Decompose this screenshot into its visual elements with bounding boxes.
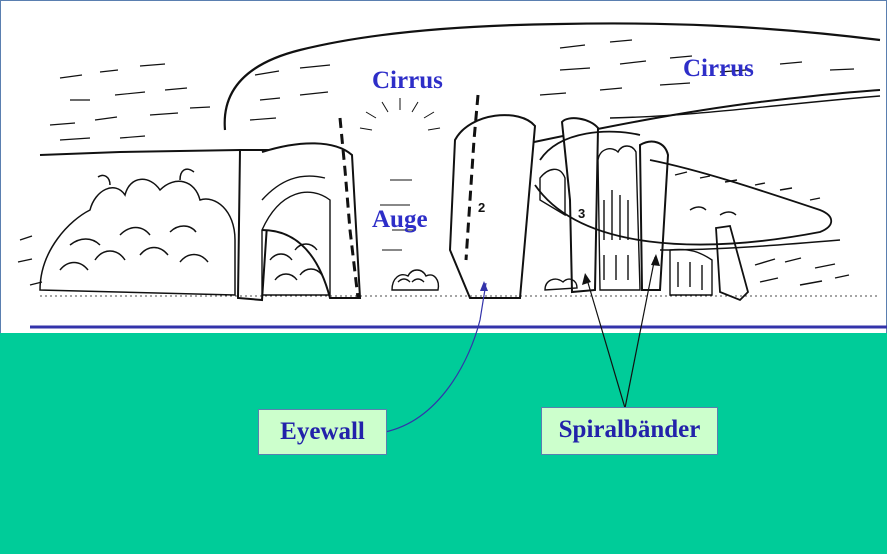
right-eyewall — [450, 115, 535, 298]
eye-label: Auge — [372, 206, 428, 234]
sea-area — [0, 333, 887, 554]
outer-convection-left — [40, 169, 235, 295]
band-number-2: 2 — [478, 200, 485, 215]
cirrus-label-right: Cirrus — [683, 55, 754, 83]
band-number-3: 3 — [578, 206, 585, 221]
eye-floor-clouds — [392, 270, 438, 290]
eyewall-callout: Eyewall — [258, 409, 387, 455]
cirrus-inner-line — [610, 96, 880, 118]
spiral-bands-callout: Spiralbänder — [541, 407, 718, 455]
cirrus-label-left: Cirrus — [372, 67, 443, 95]
cirrus-shield-outline — [225, 23, 880, 130]
spiral-band-5-column — [716, 226, 748, 300]
